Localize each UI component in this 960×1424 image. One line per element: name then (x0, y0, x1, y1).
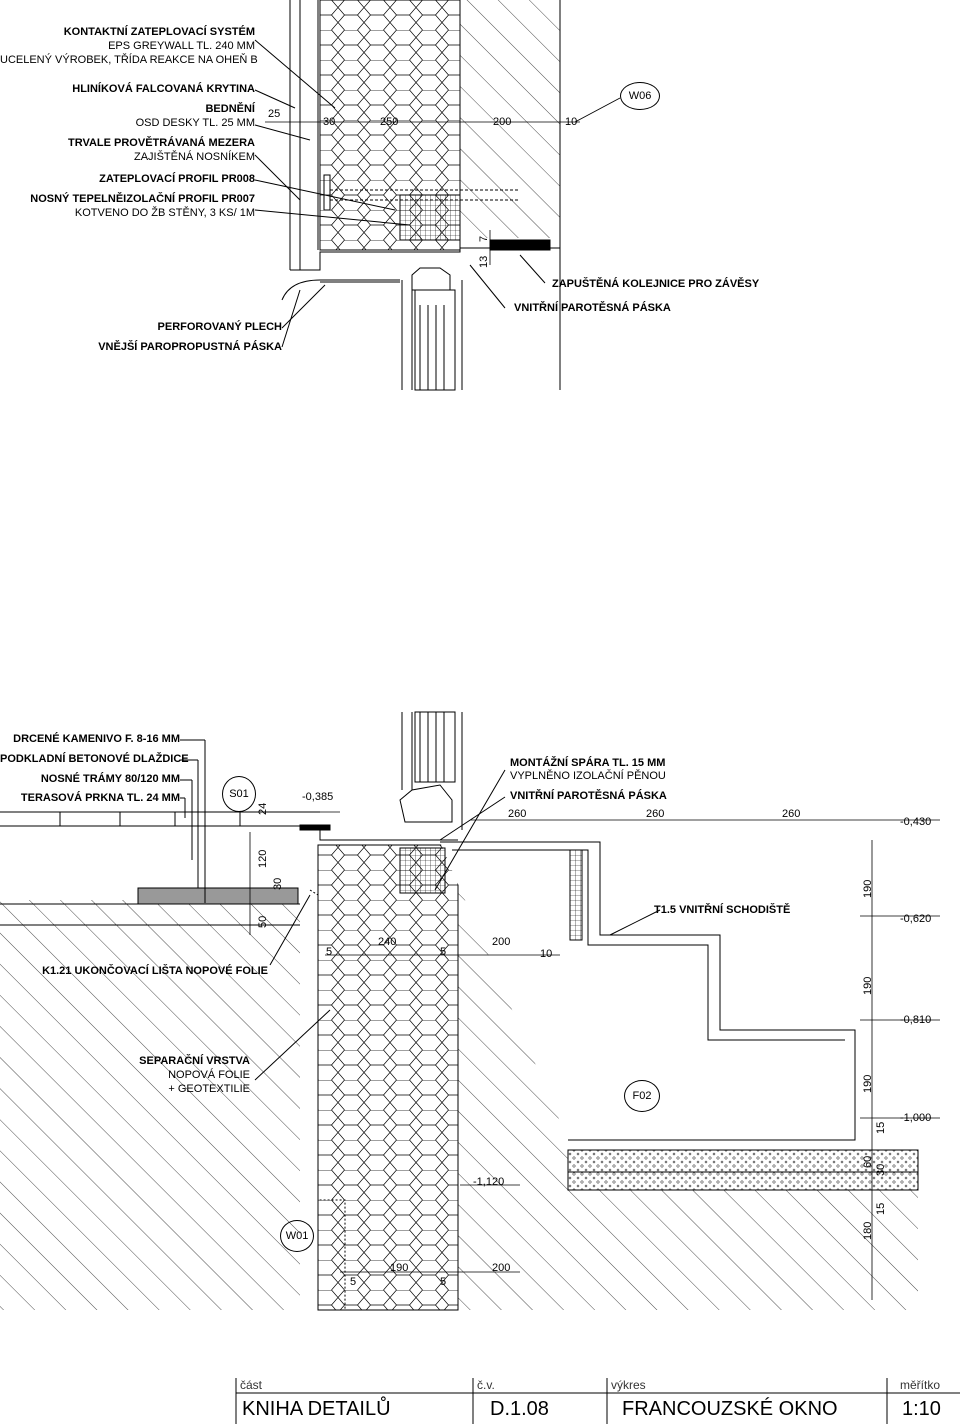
label-paropropustna: VNĚJŠÍ PAROPROPUSTNÁ PÁSKA (98, 341, 282, 353)
concrete-wall-top (460, 0, 560, 238)
dim-120: 120 (257, 849, 269, 868)
tb-cv: D.1.08 (490, 1398, 549, 1420)
tb-vykres-label: výkres (611, 1378, 646, 1392)
label-mezera: TRVALE PROVĚTRÁVANÁ MEZERA (67, 137, 255, 149)
label-schodiste: T1.5 VNITŘNÍ SCHODIŠTĚ (654, 904, 791, 916)
dim-30: 30 (323, 116, 336, 128)
level-1000: -1,000 (900, 1112, 932, 1124)
label-tramy: NOSNÉ TRÁMY 80/120 MM (40, 773, 180, 785)
top-detail (254, 0, 621, 391)
dim-5d: 5 (440, 1276, 447, 1288)
label-krytina: HLINÍKOVÁ FALCOVANÁ KRYTINA (72, 83, 255, 95)
dim-10: 10 (565, 116, 578, 128)
label-lista: K1.21 UKONČOVACÍ LIŠTA NOPOVÉ FOLIE (42, 965, 268, 977)
bottom-detail (0, 711, 940, 1311)
threshold-profile (399, 847, 446, 894)
label-pr007-kotveno: KOTVENO DO ŽB STĚNY, 3 KS/ 1M (74, 207, 255, 219)
dim-5b: 5 (440, 946, 447, 958)
label-bedneni-osd: OSD DESKY TL. 25 MM (135, 117, 255, 129)
dim-25: 25 (268, 108, 281, 120)
level-0810: -0,810 (900, 1014, 932, 1026)
interior-floor (567, 1149, 919, 1191)
ground-outside (0, 900, 300, 1310)
label-prkna: TERASOVÁ PRKNA TL. 24 MM (20, 792, 180, 804)
tag-f02: F02 (624, 1080, 660, 1112)
dim-30a: 30 (272, 877, 284, 890)
label-pr007: NOSNÝ TEPELNĚIZOLAČNÍ PROFIL PR007 (30, 193, 255, 205)
tb-cv-label: č.v. (477, 1378, 495, 1392)
dim-13: 13 (478, 255, 490, 268)
dim-5a: 5 (326, 946, 333, 958)
dim-200b: 200 (492, 1262, 511, 1274)
dim-240: 240 (378, 936, 397, 948)
tb-cast-label: část (240, 1378, 263, 1392)
dim-190c: 190 (862, 1074, 874, 1093)
dim-250: 250 (380, 116, 399, 128)
window-frame-top (401, 267, 463, 391)
dim-5c: 5 (350, 1276, 357, 1288)
label-parotesna-bottom: VNITŘNÍ PAROTĚSNÁ PÁSKA (510, 790, 667, 802)
label-geotextilie: + GEOTEXTILIE (168, 1083, 250, 1095)
label-kzs-product: UCELENÝ VÝROBEK, TŘÍDA REAKCE NA OHEŇ B (0, 54, 258, 66)
window-frame-bottom (399, 711, 463, 830)
dim-15b: 15 (875, 1202, 887, 1215)
dim-50: 50 (257, 915, 269, 928)
dim-260c: 260 (782, 808, 801, 820)
level-0430: -0,430 (900, 816, 932, 828)
label-montazni-spara: MONTÁŽNÍ SPÁRA TL. 15 MM (510, 757, 666, 769)
level-1120: -1,120 (473, 1176, 505, 1188)
tb-vykres: FRANCOUZSKÉ OKNO (622, 1398, 838, 1420)
label-kzs-eps: EPS GREYWALL TL. 240 MM (108, 40, 255, 52)
tag-w01: W01 (280, 1220, 314, 1252)
eps-insulation-bottom (317, 844, 459, 1311)
label-kamenivo: DRCENÉ KAMENIVO F. 8-16 MM (13, 733, 180, 745)
title-block (235, 1378, 960, 1424)
dim-260a: 260 (508, 808, 527, 820)
label-dlazdice: PODKLADNÍ BETONOVÉ DLAŽDICE (0, 753, 189, 765)
dim-200a: 200 (492, 936, 511, 948)
dim-7: 7 (478, 235, 490, 242)
tb-cast: KNIHA DETAILŮ (242, 1398, 391, 1420)
dim-10-bottom: 10 (540, 948, 553, 960)
stair-outline (440, 841, 856, 1141)
tb-meritko-label: měřítko (900, 1378, 941, 1392)
label-perforovany: PERFOROVANÝ PLECH (157, 321, 282, 333)
tag-w06: W06 (620, 82, 660, 110)
dim-180: 180 (862, 1221, 874, 1240)
concrete-slab (137, 887, 299, 905)
label-nopova-folie: NOPOVÁ FOLIE (168, 1069, 250, 1081)
dim-30b: 30 (875, 1163, 887, 1176)
dim-24: 24 (257, 802, 269, 815)
label-kzs-title: KONTAKTNÍ ZATEPLOVACÍ SYSTÉM (63, 26, 255, 38)
tag-s01: S01 (222, 776, 256, 812)
dim-190a: 190 (862, 879, 874, 898)
dim-200: 200 (493, 116, 512, 128)
lintel-profile (399, 194, 461, 241)
dim-190d: 190 (390, 1262, 409, 1274)
label-parotesna-top: VNITŘNÍ PAROTĚSNÁ PÁSKA (514, 302, 671, 314)
level-0620: -0,620 (900, 913, 932, 925)
label-izolacni-pena: VYPLNĚNO IZOLAČNÍ PĚNOU (510, 770, 666, 782)
label-mezera-nosnik: ZAJIŠTĚNÁ NOSNÍKEM (133, 151, 255, 163)
label-kolejnice: ZAPUŠTĚNÁ KOLEJNICE PRO ZÁVĚSY (552, 278, 760, 290)
label-bedneni: BEDNĚNÍ (205, 103, 255, 115)
tb-meritko: 1:10 (902, 1398, 941, 1420)
dim-260b: 260 (646, 808, 665, 820)
label-separacni: SEPARAČNÍ VRSTVA (139, 1055, 250, 1067)
level-0385: -0,385 (302, 791, 334, 803)
label-pr008: ZATEPLOVACÍ PROFIL PR008 (99, 173, 255, 185)
dim-190b: 190 (862, 976, 874, 995)
dim-60: 60 (862, 1155, 874, 1168)
dim-15a: 15 (875, 1121, 887, 1134)
